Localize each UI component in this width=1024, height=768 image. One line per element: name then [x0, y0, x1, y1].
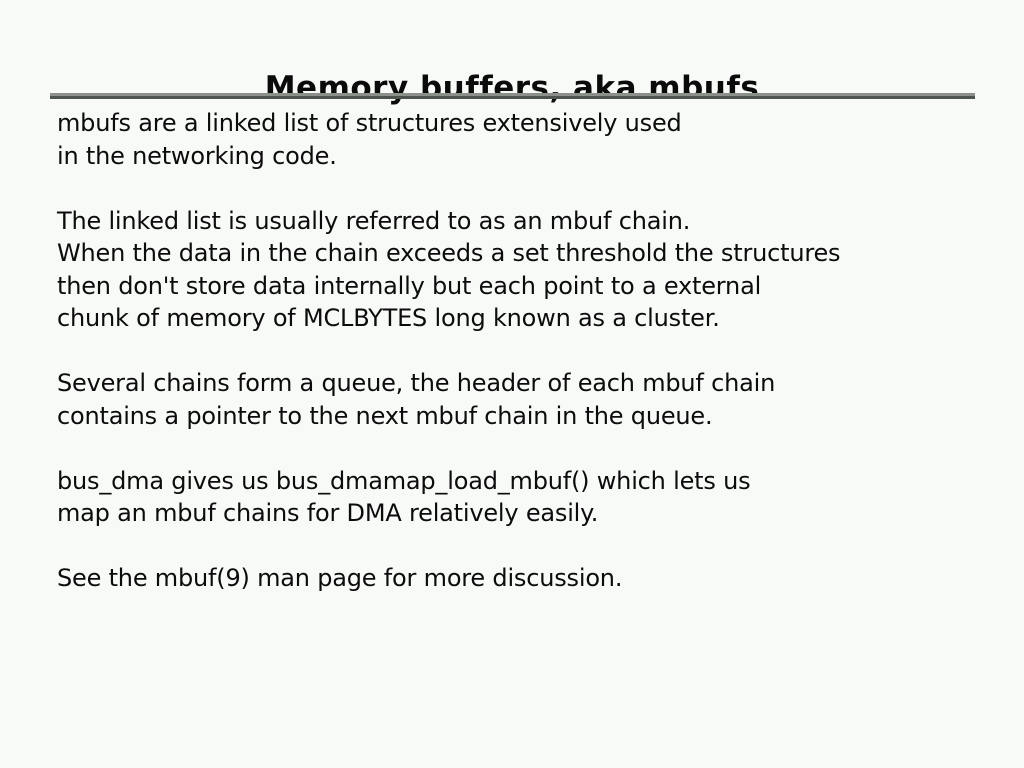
body-line: map an mbuf chains for DMA relatively ea…: [57, 499, 599, 527]
body-line: Several chains form a queue, the header …: [57, 369, 776, 397]
paragraph-bus-dma: bus_dma gives us bus_dmamap_load_mbuf() …: [57, 465, 987, 530]
body-line: chunk of memory of MCLBYTES long known a…: [57, 304, 720, 332]
body-line: in the networking code.: [57, 141, 337, 170]
paragraph-manpage: See the mbuf(9) man page for more discus…: [57, 562, 987, 595]
paragraph-mbuf-chain: The linked list is usually referred to a…: [57, 205, 987, 335]
body-line: contains a pointer to the next mbuf chai…: [57, 401, 713, 430]
title-divider: [50, 93, 975, 99]
body-line: The linked list is usually referred to a…: [57, 206, 691, 235]
slide-body: mbufs are a linked list of structures ex…: [57, 107, 987, 595]
page-title: Memory buffers, aka mbufs: [264, 69, 760, 106]
body-line: bus_dma gives us bus_dmamap_load_mbuf() …: [57, 466, 751, 495]
body-line: mbufs are a linked list of structures ex…: [57, 109, 682, 137]
paragraph-intro: mbufs are a linked list of structures ex…: [57, 107, 987, 172]
body-line: then don't store data internally but eac…: [57, 271, 762, 300]
divider-shadow: [50, 96, 975, 99]
paragraph-queue: Several chains form a queue, the header …: [57, 367, 987, 432]
body-line: See the mbuf(9) man page for more discus…: [57, 564, 623, 592]
divider-highlight: [50, 93, 975, 96]
body-line: When the data in the chain exceeds a set…: [57, 239, 841, 267]
